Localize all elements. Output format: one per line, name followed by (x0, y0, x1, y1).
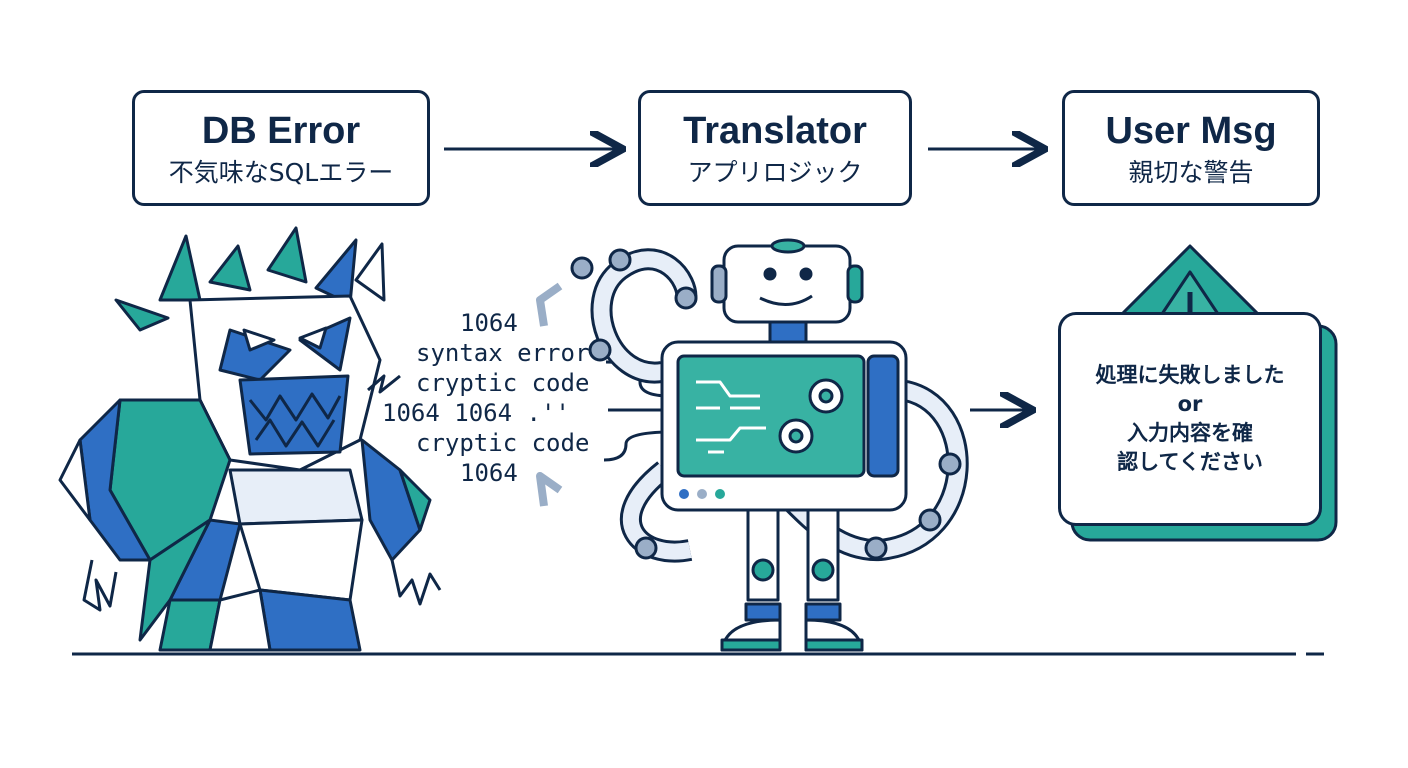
monster-icon (58, 226, 442, 652)
error-text-line: 1064 (460, 309, 518, 337)
callout-user-msg: User Msg 親切な警告 (1062, 90, 1320, 206)
error-text-line: 1064 1064 .'' (382, 399, 570, 427)
stage-subtitle-db-error: 不気味なSQLエラー (168, 158, 394, 187)
stage-title-db-error: DB Error (201, 110, 361, 152)
robot-icon (536, 238, 969, 652)
user-message-line: 認してください (1117, 450, 1263, 474)
user-message-line: 処理に失敗しました (1095, 363, 1285, 387)
error-text-line: 1064 (460, 459, 518, 487)
callout-db-error: DB Error 不気味なSQLエラー (132, 90, 430, 206)
user-message-or: or (1177, 392, 1203, 416)
stage-subtitle-user-msg: 親切な警告 (1128, 158, 1254, 187)
error-text-line: syntax error (416, 339, 590, 367)
error-text-line: cryptic code (416, 369, 590, 397)
callout-translator: Translator アプリロジック (638, 90, 912, 206)
user-message-line: 入力内容を確 (1127, 421, 1253, 445)
stage-title-translator: Translator (683, 110, 867, 152)
stage-title-user-msg: User Msg (1105, 110, 1277, 152)
stage-subtitle-translator: アプリロジック (687, 158, 863, 187)
error-text-line: cryptic code (416, 429, 590, 457)
user-message-card: 処理に失敗しました or 入力内容を確 認してください (1058, 312, 1322, 526)
